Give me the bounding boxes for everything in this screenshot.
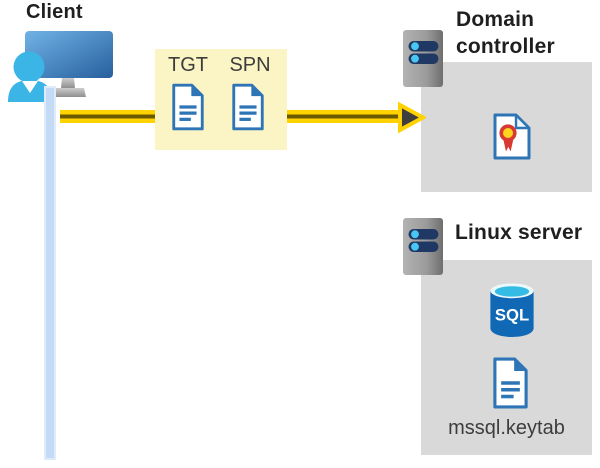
tgt-document-icon: [172, 83, 204, 131]
keytab-document-icon: [493, 357, 528, 409]
linux-server-icon: [403, 218, 443, 275]
keytab-label: mssql.keytab: [448, 417, 565, 439]
client-label: Client: [26, 1, 83, 23]
domain-controller-server-icon: [403, 30, 443, 87]
sql-database-icon: SQL: [490, 283, 534, 338]
linux-server-label: Linux server: [455, 221, 583, 244]
client-computer-icon: [8, 31, 113, 102]
person-icon: [8, 51, 52, 102]
client-timeline-bar: [44, 86, 56, 460]
tgt-label: TGT: [168, 54, 208, 76]
spn-label: SPN: [229, 54, 271, 76]
spn-document-icon: [232, 83, 264, 131]
domain-controller-label: Domain controller: [456, 8, 555, 58]
monitor-icon: [25, 31, 113, 97]
ticket-box: TGT SPN: [155, 49, 287, 150]
arrowhead-icon: [398, 101, 426, 134]
certificate-icon: [493, 113, 531, 160]
sql-label: SQL: [495, 305, 529, 324]
